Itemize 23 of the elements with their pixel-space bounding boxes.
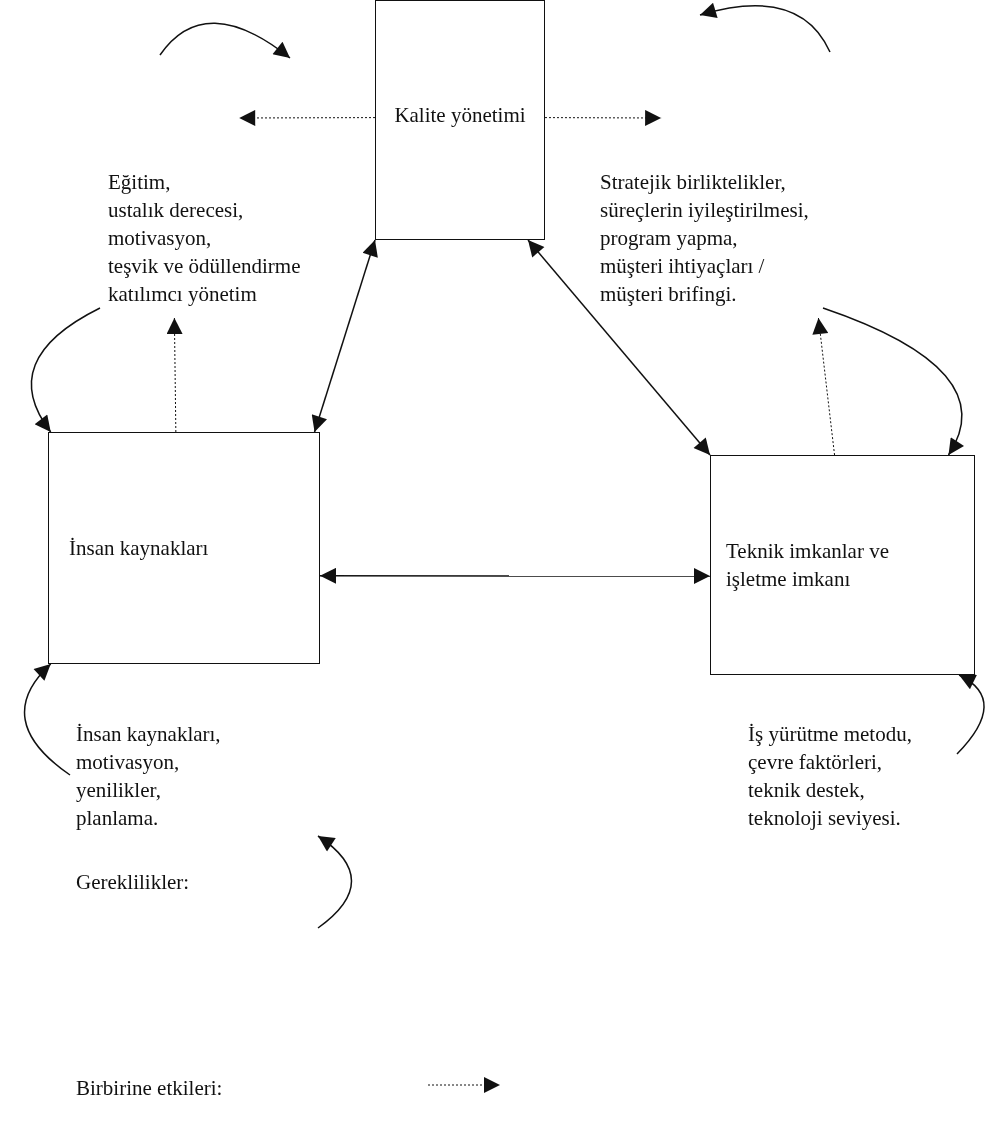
note-text: Stratejik birliktelikler, süreçlerin iyileştirilmesi, program yapma, müşteri ihtiyaçları / müşteri brifingi.: [600, 169, 810, 308]
process-box: [48, 432, 320, 664]
legend-text: Birbirine etkileri:: [76, 1076, 223, 1100]
note-text: İnsan kaynakları, motivasyon, yenilikler, planlama.: [76, 721, 222, 832]
box-label: İnsan kaynakları: [69, 535, 210, 562]
arrow: [812, 317, 836, 456]
arrow: [166, 317, 183, 433]
box-label: Teknik imkanlar ve işletme imkanı: [726, 538, 890, 593]
legend-text: Gereklilikler:: [76, 870, 190, 894]
arrow: [238, 109, 376, 126]
note-text: Eğitim, ustalık derecesi, motivasyon, teşvik ve ödüllendirme katılımcı yönetim: [108, 169, 302, 308]
arrow: [311, 239, 378, 433]
curved-arrow: [23, 663, 71, 776]
process-box: [710, 455, 975, 675]
curved-arrow: [956, 674, 985, 755]
arrow: [527, 239, 711, 456]
process-box: [375, 0, 545, 240]
arrow: [544, 109, 662, 126]
note-text: İş yürütme metodu, çevre faktörleri, teknik destek, teknoloji seviyesi.: [748, 721, 913, 832]
arrow: [319, 567, 711, 584]
box-label: Kalite yönetimi: [393, 102, 527, 129]
curved-arrow: [30, 307, 101, 433]
curved-arrow: [822, 307, 964, 456]
